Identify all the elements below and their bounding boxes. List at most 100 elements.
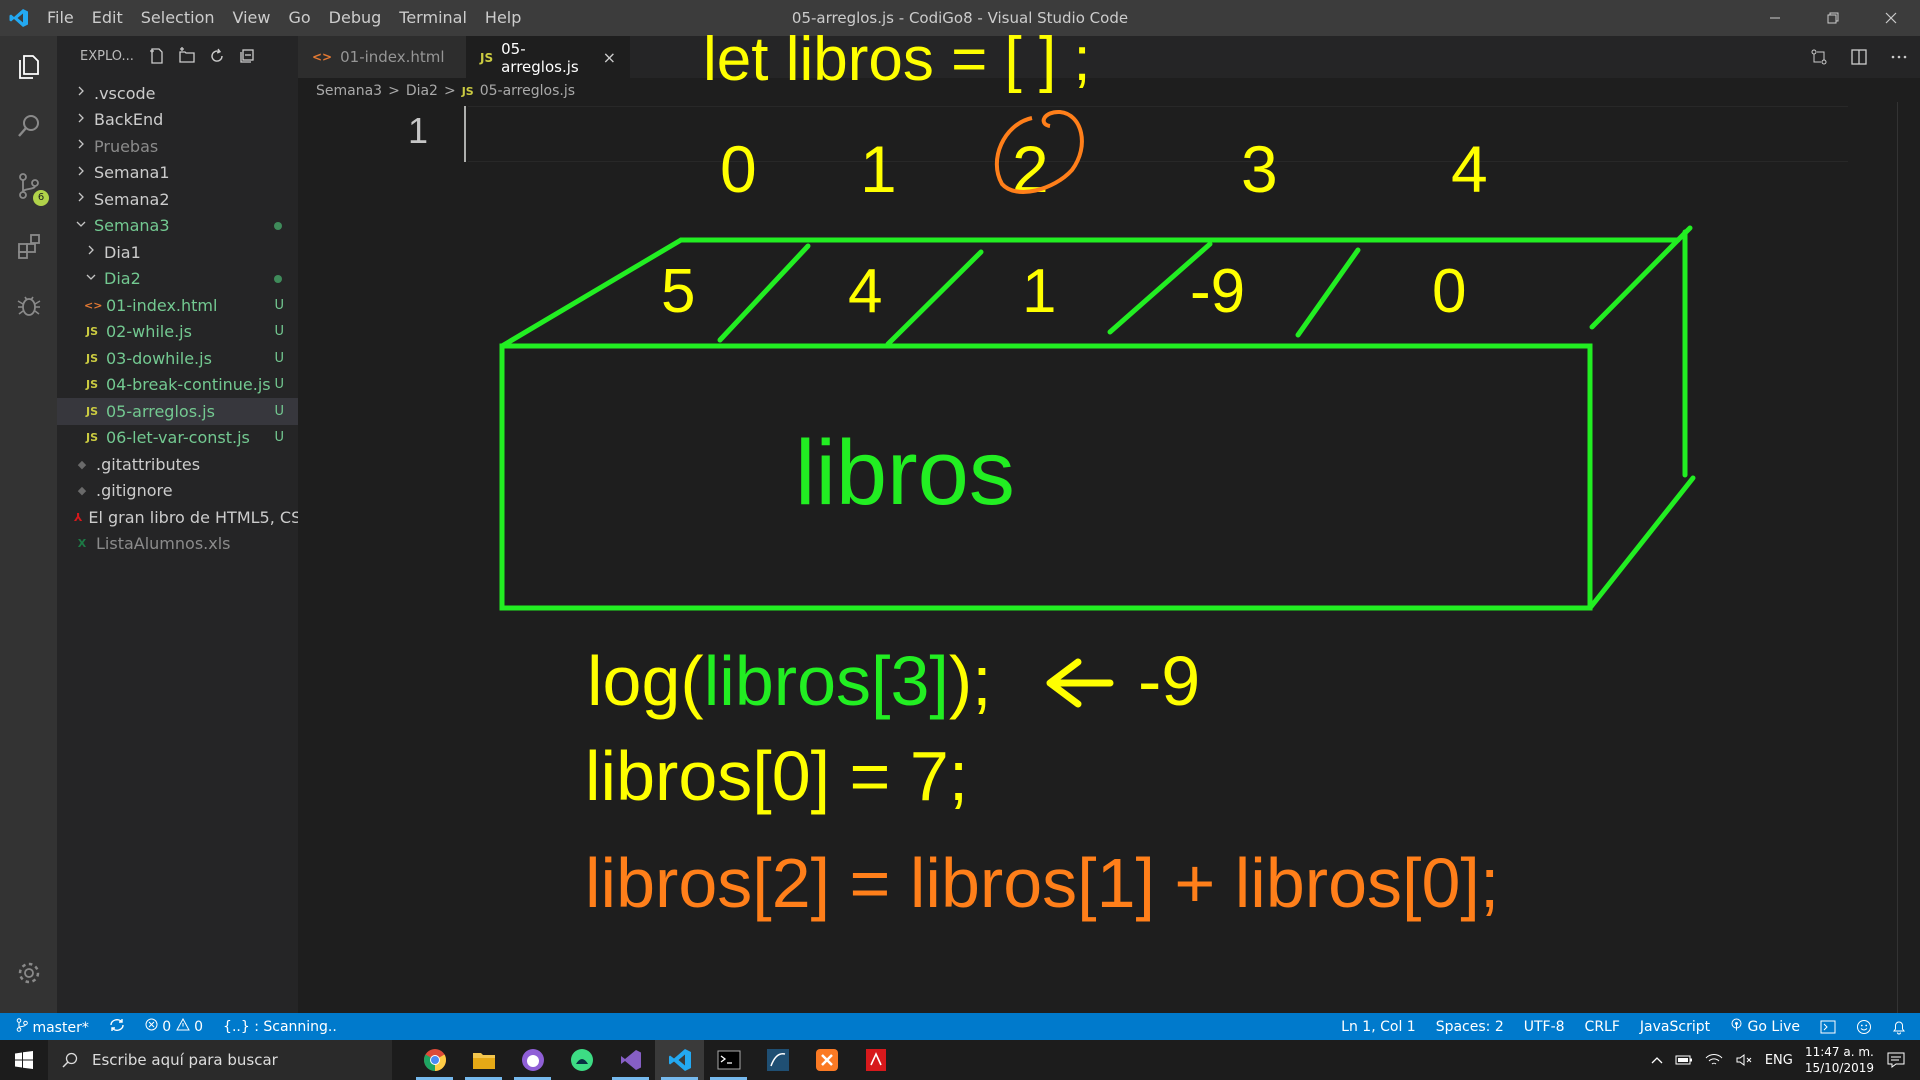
- new-folder-icon[interactable]: [178, 47, 196, 65]
- search-icon: [62, 1052, 78, 1068]
- breadcrumb-item-dia2[interactable]: Dia2: [405, 83, 438, 99]
- sync-button[interactable]: [109, 1018, 125, 1036]
- tree-item-dia1[interactable]: Dia1: [57, 239, 298, 266]
- modified-dot-icon: [274, 221, 282, 230]
- clock[interactable]: 11:47 a. m. 15/10/2019: [1805, 1044, 1874, 1076]
- close-window-button[interactable]: [1862, 0, 1920, 36]
- code-editor[interactable]: 1: [298, 102, 1920, 1013]
- tree-item-semana2[interactable]: Semana2: [57, 186, 298, 213]
- broadcast-icon: [1731, 1018, 1742, 1031]
- visual-studio-app[interactable]: [606, 1040, 655, 1080]
- sync-icon: [110, 1018, 124, 1031]
- search-button[interactable]: [0, 96, 57, 156]
- menu-edit[interactable]: Edit: [91, 8, 123, 27]
- git-status-badge: U: [274, 403, 284, 419]
- terminal-app[interactable]: [704, 1040, 753, 1080]
- menu-terminal[interactable]: Terminal: [399, 8, 467, 27]
- go-live-button[interactable]: Go Live: [1730, 1018, 1800, 1035]
- more-actions-icon[interactable]: [1890, 48, 1908, 66]
- tab-01-index-html[interactable]: <> 01-index.html: [298, 36, 466, 78]
- new-file-icon[interactable]: [148, 47, 166, 65]
- windows-taskbar: Escribe aquí para buscar: [0, 1040, 1920, 1080]
- collapse-all-icon[interactable]: [238, 47, 256, 65]
- tree-item-label: Semana2: [94, 189, 170, 209]
- menu-help[interactable]: Help: [484, 8, 522, 27]
- debug-button[interactable]: [0, 276, 57, 336]
- chevron-up-icon[interactable]: [1651, 1055, 1663, 1065]
- search-icon: [17, 115, 39, 137]
- error-count: 0: [162, 1019, 172, 1035]
- volume-muted-icon[interactable]: [1735, 1053, 1753, 1067]
- menu-debug[interactable]: Debug: [328, 8, 382, 27]
- battery-icon[interactable]: [1675, 1054, 1693, 1066]
- tree-item-semana1[interactable]: Semana1: [57, 160, 298, 187]
- clock-date: 15/10/2019: [1804, 1061, 1874, 1075]
- html-file-icon: <>: [312, 50, 333, 64]
- menu-view[interactable]: View: [232, 8, 271, 27]
- compare-changes-icon[interactable]: [1810, 48, 1828, 66]
- tree-item-dia2[interactable]: Dia2: [57, 266, 298, 293]
- file-explorer-app[interactable]: [459, 1040, 508, 1080]
- minimize-button[interactable]: [1746, 0, 1804, 36]
- tree-item-pruebas[interactable]: Pruebas: [57, 133, 298, 160]
- android-studio-app[interactable]: [557, 1040, 606, 1080]
- cursor-position[interactable]: Ln 1, Col 1: [1341, 1018, 1416, 1035]
- git-status-badge: U: [274, 324, 284, 340]
- js-file-icon: JS: [480, 50, 494, 65]
- problems-indicator[interactable]: 0 0: [145, 1017, 203, 1035]
- language-mode[interactable]: JavaScript: [1639, 1018, 1711, 1035]
- menu-selection[interactable]: Selection: [140, 8, 215, 27]
- indentation[interactable]: Spaces: 2: [1435, 1018, 1504, 1035]
- refresh-icon[interactable]: [208, 47, 226, 65]
- acrobat-icon: [865, 1049, 886, 1071]
- tree-item-gitignore[interactable]: ◆.gitignore: [57, 478, 298, 505]
- tab-05-arreglos-js[interactable]: JS 05-arreglos.js ×: [466, 36, 630, 78]
- taskbar-search[interactable]: Escribe aquí para buscar: [48, 1040, 392, 1080]
- start-button[interactable]: [0, 1040, 48, 1080]
- menu-go[interactable]: Go: [288, 8, 311, 27]
- mysql-workbench-app[interactable]: [753, 1040, 802, 1080]
- source-control-button[interactable]: 6: [0, 156, 57, 216]
- manage-button[interactable]: [0, 943, 57, 1003]
- github-desktop-app[interactable]: [508, 1040, 557, 1080]
- tree-item-label: 03-dowhile.js: [106, 348, 212, 368]
- branch-indicator[interactable]: master*: [16, 1017, 89, 1036]
- encoding[interactable]: UTF-8: [1523, 1018, 1565, 1035]
- input-language[interactable]: ENG: [1764, 1052, 1793, 1068]
- tree-item-el-gran-libro-de-html5-cs[interactable]: ⅄El gran libro de HTML5, CS...: [57, 504, 316, 531]
- current-line-highlight: [468, 106, 1848, 162]
- tree-item-semana3[interactable]: Semana3: [57, 213, 298, 240]
- editor-scrollbar[interactable]: [1897, 102, 1898, 1013]
- tree-item-vscode[interactable]: .vscode: [57, 80, 298, 107]
- notifications-bell-icon[interactable]: [1892, 1019, 1906, 1035]
- explorer-button[interactable]: [0, 36, 57, 96]
- breadcrumb-item-semana3[interactable]: Semana3: [316, 83, 383, 99]
- breadcrumb-item-file[interactable]: 05-arreglos.js: [479, 83, 576, 99]
- explorer-header: EXPLO...: [57, 36, 298, 76]
- chrome-app[interactable]: [410, 1040, 459, 1080]
- xampp-app[interactable]: [802, 1040, 851, 1080]
- split-editor-icon[interactable]: [1850, 48, 1868, 66]
- restore-button[interactable]: [1804, 0, 1862, 36]
- acrobat-app[interactable]: [851, 1040, 900, 1080]
- tree-item-backend[interactable]: BackEnd: [57, 107, 298, 134]
- close-tab-icon[interactable]: ×: [602, 48, 616, 67]
- action-center-icon[interactable]: [1886, 1051, 1906, 1069]
- line-ending[interactable]: CRLF: [1584, 1018, 1620, 1035]
- terminal-icon[interactable]: [1820, 1020, 1836, 1034]
- menu-file[interactable]: File: [47, 8, 74, 27]
- extensions-button[interactable]: [0, 216, 57, 276]
- chevron-down-icon: [84, 271, 98, 286]
- wifi-icon[interactable]: [1705, 1053, 1723, 1067]
- tree-item-label: ListaAlumnos.xls: [96, 534, 231, 554]
- vscode-app[interactable]: [655, 1040, 704, 1080]
- feedback-smiley-icon[interactable]: [1856, 1019, 1872, 1035]
- tree-item-gitattributes[interactable]: ◆.gitattributes: [57, 451, 298, 478]
